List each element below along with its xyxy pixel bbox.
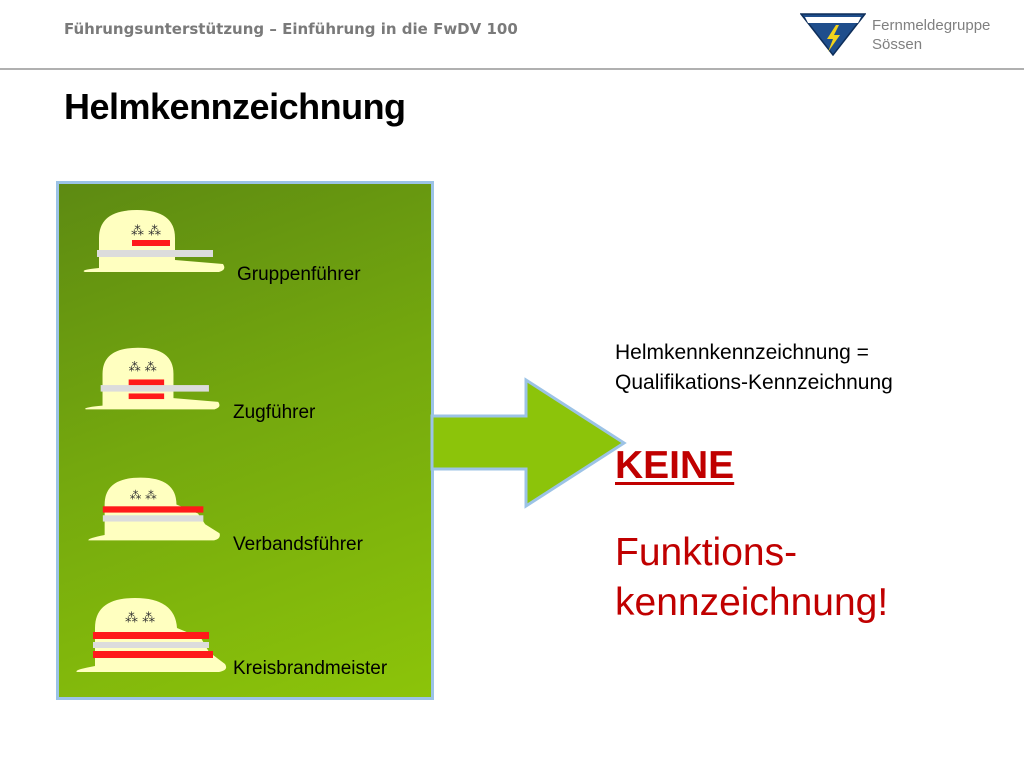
helmet-panel: ⁂ ⁂ Gruppenführer ⁂ ⁂ Zugführer ⁂ ⁂ Verb… bbox=[56, 181, 434, 700]
svg-text:⁂ ⁂: ⁂ ⁂ bbox=[131, 224, 161, 239]
org-name: Fernmeldegruppe Sössen bbox=[872, 16, 990, 54]
rank-label-kreisbrandmeister: Kreisbrandmeister bbox=[233, 658, 388, 679]
svg-text:⁂ ⁂: ⁂ ⁂ bbox=[130, 488, 157, 502]
rank-label-zugfuehrer: Zugführer bbox=[233, 402, 316, 423]
helmet-kreisbrandmeister-icon: ⁂ ⁂ bbox=[76, 598, 227, 672]
helmet-zugfuehrer-icon: ⁂ ⁂ bbox=[85, 347, 220, 410]
org-name-line-1: Fernmeldegruppe bbox=[872, 17, 991, 34]
svg-text:⁂ ⁂: ⁂ ⁂ bbox=[129, 360, 157, 374]
funktions-line-2: kennzeichnung! bbox=[615, 581, 889, 624]
header-subtitle: Führungsunterstützung – Einführung in di… bbox=[64, 20, 518, 38]
funktions-line-1: Funktions- bbox=[615, 531, 798, 574]
keine-heading: KEINE bbox=[615, 444, 735, 487]
qualification-equation: Helmkennkennzeichnung = Qualifikations-K… bbox=[615, 338, 893, 398]
lightning-shield-icon bbox=[800, 13, 866, 56]
rank-label-gruppenfuehrer: Gruppenführer bbox=[237, 264, 361, 285]
helmet-gruppenfuehrer-icon: ⁂ ⁂ bbox=[83, 210, 225, 272]
equation-line-1: Helmkennkennzeichnung = bbox=[615, 341, 869, 364]
helmet-verbandsfuehrer-icon: ⁂ ⁂ bbox=[88, 477, 220, 541]
svg-text:⁂ ⁂: ⁂ ⁂ bbox=[125, 611, 155, 626]
equation-line-2: Qualifikations-Kennzeichnung bbox=[615, 371, 893, 394]
slide-title: Helmkennzeichnung bbox=[64, 86, 406, 127]
rank-label-verbandsfuehrer: Verbandsführer bbox=[233, 534, 363, 555]
right-arrow-icon bbox=[430, 377, 627, 509]
funktions-kennzeichnung-text: Funktions- kennzeichnung! bbox=[615, 528, 888, 628]
org-name-line-2: Sössen bbox=[872, 36, 923, 53]
header-divider bbox=[0, 68, 1024, 70]
